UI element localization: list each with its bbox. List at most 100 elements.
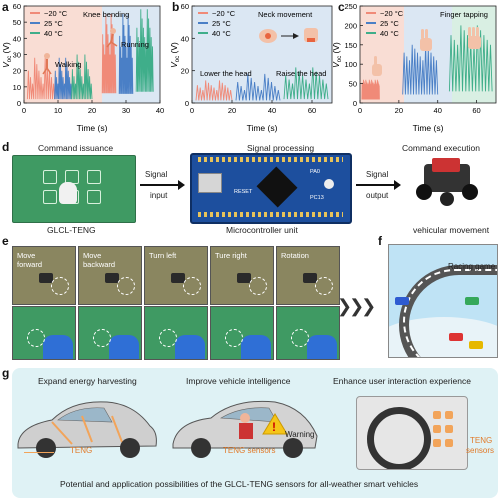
annotation-walking: Walking [55, 60, 81, 69]
frame-0-bottom [12, 306, 76, 360]
arrow-output-head [394, 180, 401, 190]
label-signal-output-2: output [366, 191, 389, 200]
frame-4-bottom [276, 306, 340, 360]
label-teng-2a: TENG [470, 436, 493, 445]
chart-c-series-0-segment-0 [361, 79, 369, 100]
label-teng-sensors: TENG sensors [223, 446, 276, 455]
chart-c-ytick-label-0: 0 [353, 99, 357, 108]
frame-4-top: Rotation [276, 246, 340, 305]
panel-label-f: f [378, 234, 382, 248]
warning-icon [262, 413, 288, 435]
svg-text:40 °C: 40 °C [44, 29, 63, 38]
chip-text-reset: RESET [234, 189, 253, 195]
svg-text:!: ! [272, 420, 276, 434]
chart-a-ytick-label-2: 20 [13, 67, 21, 76]
panel-label-d: d [2, 140, 10, 154]
chart-c-series-0-segment-2 [373, 79, 380, 100]
chart-a-ytick-label-1: 10 [13, 83, 21, 92]
label-expand-energy: Expand energy harvesting [38, 376, 137, 386]
hand-icon-3 [468, 27, 481, 49]
frame-4-target-circle [315, 277, 333, 295]
chart-a-xtick-label-0: 0 [22, 106, 26, 115]
chevrons-icon: ❯❯❯ [337, 296, 376, 316]
frame-4-glove-icon [307, 335, 337, 359]
chart-b-xtick-label-2: 40 [268, 106, 276, 115]
chart-b-ytick-label-2: 40 [181, 34, 189, 43]
hand-icon-2 [420, 29, 432, 51]
annotation-knee-bending: Knee bending [83, 10, 129, 19]
arrow-input-head [178, 180, 185, 190]
walking-figure-icon [42, 53, 52, 75]
frame-0-target-circle [51, 277, 69, 295]
chip-text-pa0: PA0 [310, 169, 320, 175]
chart-a-legend: −20 °C 25 °C 40 °C [30, 9, 68, 38]
frame-3-touch-circle [225, 329, 243, 347]
chart-c-frame [359, 5, 497, 104]
svg-text:25 °C: 25 °C [380, 19, 399, 28]
frame-0-touch-circle [27, 329, 45, 347]
chart-a-xtick-label-1: 10 [54, 106, 62, 115]
frame-1-touch-circle [93, 329, 111, 347]
chart-a-xlabel: Time (s) [77, 123, 108, 133]
chart-b-xtick-label-3: 60 [308, 106, 316, 115]
svg-text:40 °C: 40 °C [212, 29, 231, 38]
panel-label-b: b [172, 0, 180, 14]
svg-text:40 °C: 40 °C [380, 29, 399, 38]
frame-3-bottom [210, 306, 274, 360]
annotation-finger-tapping: Finger tapping [440, 10, 488, 19]
frame-2-target-circle [183, 277, 201, 295]
frame-3-top: Ture right [210, 246, 274, 305]
frame-4-label-1: Rotation [281, 251, 309, 260]
panel-label-g: g [2, 366, 10, 380]
chart-c-series-0-segment-1 [367, 79, 375, 100]
frame-1-label-2: backward [83, 260, 116, 269]
annotation-running: Running [121, 40, 149, 49]
chart-a-ytick-label-4: 40 [13, 34, 21, 43]
chart-c-xlabel: Time (s) [413, 123, 444, 133]
chart-b-series [195, 67, 329, 101]
chart-a-ytick-label-5: 50 [13, 18, 21, 27]
frame-1-bottom [78, 306, 142, 360]
chart-c-xtick-label-3: 60 [472, 106, 480, 115]
hand-icon-1 [372, 56, 382, 76]
chart-c-xtick-label-1: 20 [395, 106, 403, 115]
svg-text:−20 °C: −20 °C [212, 9, 236, 18]
caption-g: Potential and application possibilities … [60, 479, 419, 489]
chart-c-ytick-label-4: 200 [344, 21, 357, 30]
chart-a-xtick-label-4: 40 [156, 106, 164, 115]
frame-4-touch-circle [291, 329, 309, 347]
car-illustration-2: ! [172, 400, 318, 458]
chart-b-ytick-label-1: 20 [181, 67, 189, 76]
chart-a-xtick-label-3: 30 [122, 106, 130, 115]
running-figure-icon [106, 28, 118, 48]
chart-c-legend: −20 °C 25 °C 40 °C [366, 9, 404, 38]
label-glcl-teng: GLCL-TENG [47, 225, 96, 235]
label-signal-processing: Signal processing [247, 143, 315, 153]
frame-2-top: Turn left [144, 246, 208, 305]
chart-a-series-1-segment-1 [118, 14, 134, 94]
chart-b-ytick-label-0: 0 [185, 99, 189, 108]
label-command-execution: Command execution [402, 143, 480, 153]
frame-2-glove-icon [175, 335, 205, 359]
frame-1-label-1: Move [83, 251, 102, 260]
frame-3-car-icon [237, 273, 251, 283]
chart-c-ylabel: Voc (V) [331, 42, 343, 68]
label-vehicular-movement: vehicular movement [413, 225, 490, 235]
frame-3-target-circle [249, 277, 267, 295]
label-signal-input-2: input [150, 191, 168, 200]
frame-0-label-1: Move [17, 251, 36, 260]
label-warning: Warning [285, 430, 315, 439]
chart-a-ytick-label-0: 0 [17, 99, 21, 108]
head-raise-icon [304, 28, 318, 42]
label-teng-2b: sensors [466, 446, 495, 455]
chart-a-series-1-segment-0 [54, 57, 73, 100]
chart-b-ylabel: Voc (V) [169, 42, 181, 68]
arrow-input-line [140, 184, 180, 186]
chart-c-ytick-label-3: 150 [344, 41, 357, 50]
label-teng: TENG [70, 446, 93, 455]
